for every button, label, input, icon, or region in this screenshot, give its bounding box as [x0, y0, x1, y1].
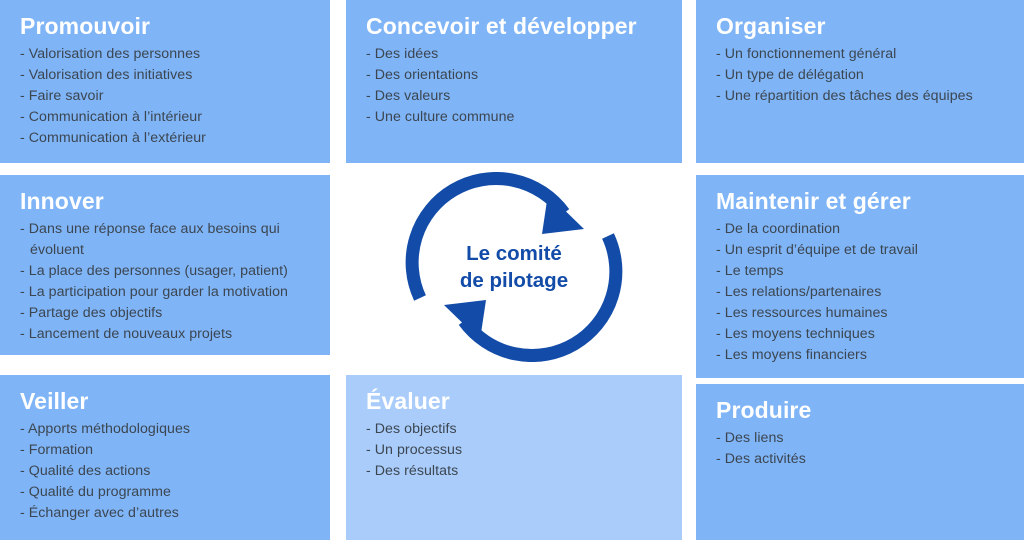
panel-title: Veiller	[20, 388, 89, 414]
cycle-diagram: Le comité de pilotage	[398, 172, 630, 362]
bullet-item: - Les moyens financiers	[716, 346, 867, 363]
bullet-item: - Un esprit d’équipe et de travail	[716, 242, 919, 259]
bullet-item: - Une répartition des tâches des équipes	[716, 88, 973, 105]
panel-bullet-list: - De la coordination - Un esprit d’équip…	[716, 219, 1008, 365]
bullet-item: - Un fonctionnement général	[716, 46, 897, 63]
panel-veiller[interactable]: Veiller - Apports méthodologiques - Form…	[0, 375, 330, 540]
bullet-item: - Les moyens techniques	[716, 325, 875, 342]
panel-bullet-list: - Dans une réponse face aux besoins qui …	[20, 219, 314, 344]
bullet-item: - La participation pour garder la motiva…	[20, 284, 288, 301]
bullet-item: - Des valeurs	[366, 88, 451, 105]
bullet-item: - Les relations/partenaires	[716, 284, 882, 301]
bullet-item: - Une culture commune	[366, 109, 515, 126]
cycle-arc-top	[405, 172, 570, 301]
bullet-item: - Formation	[20, 442, 94, 459]
bullet-item: - Valorisation des initiatives	[20, 67, 193, 84]
bullet-item: - Échanger avec d’autres	[20, 504, 179, 521]
panel-organiser[interactable]: Organiser - Un fonctionnement général - …	[696, 0, 1024, 163]
bullet-item: - Des résultats	[366, 463, 459, 480]
bullet-item: - Des objectifs	[366, 421, 457, 438]
cycle-arc-bottom	[458, 233, 623, 362]
panel-bullet-list: - Apports méthodologiques - Formation - …	[20, 419, 314, 523]
panel-title: Concevoir et développer	[366, 13, 637, 39]
bullet-item: - Des liens	[716, 430, 784, 447]
bullet-item: - Les ressources humaines	[716, 304, 888, 321]
panel-bullet-list: - Des objectifs - Un processus - Des rés…	[366, 419, 666, 482]
panel-bullet-list: - Valorisation des personnes - Valorisat…	[20, 44, 314, 148]
panel-title: Promouvoir	[20, 13, 151, 39]
panel-bullet-list: - Des liens - Des activités	[716, 428, 1008, 470]
panel-produire[interactable]: Produire - Des liens - Des activités	[696, 384, 1024, 540]
bullet-item: - Communication à l’intérieur	[20, 109, 203, 126]
bullet-item: - Partage des objectifs	[20, 304, 163, 321]
panel-promouvoir[interactable]: Promouvoir - Valorisation des personnes …	[0, 0, 330, 163]
panel-concevoir-et-developper[interactable]: Concevoir et développer - Des idées - De…	[346, 0, 682, 163]
panel-bullet-list: - Des idées - Des orientations - Des val…	[366, 44, 666, 128]
bullet-item: - Le temps	[716, 263, 784, 280]
panel-title: Organiser	[716, 13, 826, 39]
panel-title: Maintenir et gérer	[716, 188, 911, 214]
panel-title: Évaluer	[366, 388, 450, 414]
counter-arrow-head-icon	[444, 300, 486, 340]
panel-title: Produire	[716, 397, 812, 423]
bullet-item: - Des orientations	[366, 67, 479, 84]
bullet-item: - Lancement de nouveaux projets	[20, 325, 233, 342]
bullet-item: - Dans une réponse face aux besoins qui …	[20, 221, 280, 259]
bullet-item: - Apports méthodologiques	[20, 421, 191, 438]
bullet-item: - Des activités	[716, 451, 806, 468]
bullet-item: - Des idées	[366, 46, 439, 63]
clockwise-arrow-head-icon	[542, 194, 584, 234]
bullet-item: - Un processus	[366, 442, 463, 459]
panel-maintenir-et-gerer[interactable]: Maintenir et gérer - De la coordination …	[696, 175, 1024, 378]
panel-title: Innover	[20, 188, 104, 214]
bullet-item: - Faire savoir	[20, 88, 104, 105]
bullet-item: - Valorisation des personnes	[20, 46, 201, 63]
bullet-item: - La place des personnes (usager, patien…	[20, 263, 288, 280]
bullet-item: - Qualité des actions	[20, 463, 151, 480]
bullet-item: - Un type de délégation	[716, 67, 864, 84]
bullet-item: - Communication à l’extérieur	[20, 129, 206, 146]
bullet-item: - De la coordination	[716, 221, 841, 238]
panel-innover[interactable]: Innover - Dans une réponse face aux beso…	[0, 175, 330, 355]
panel-bullet-list: - Un fonctionnement général - Un type de…	[716, 44, 1008, 107]
cycle-arrows-svg	[405, 172, 623, 362]
bullet-item: - Qualité du programme	[20, 484, 171, 501]
panel-evaluer[interactable]: Évaluer - Des objectifs - Un processus -…	[346, 375, 682, 540]
